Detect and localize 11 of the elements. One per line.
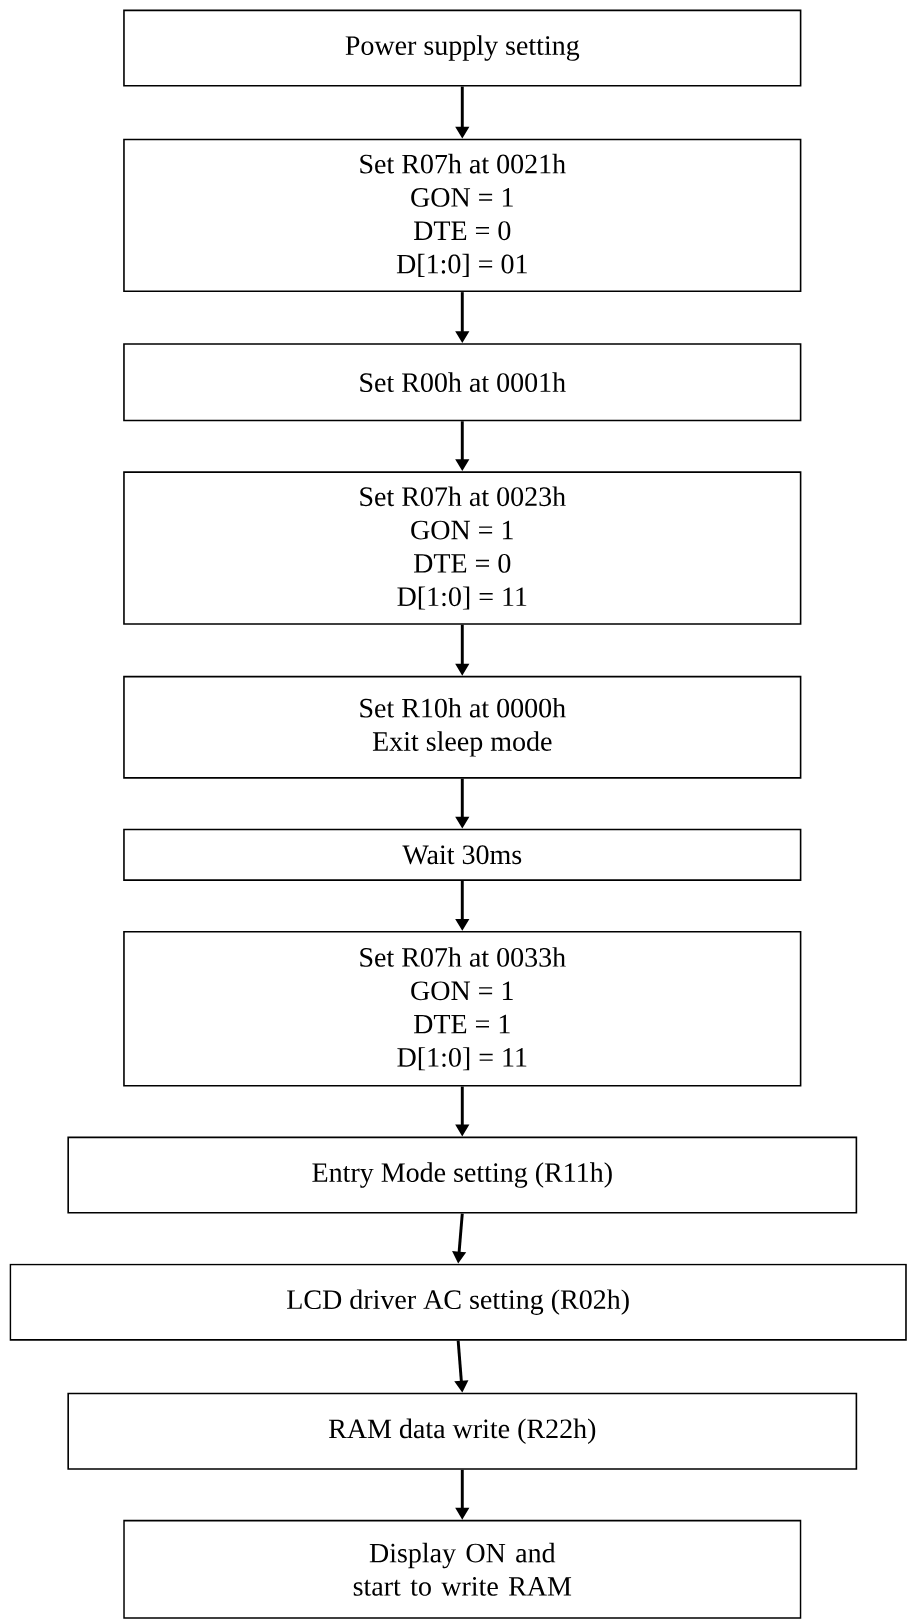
process-box: Set R07h at 0033h GON = 1 DTE = 1 D[1:0] = 11: [123, 931, 802, 1087]
process-box: Set R10h at 0000h Exit sleep mode: [123, 675, 802, 779]
process-box: LCD driver AC setting (R02h): [9, 1263, 907, 1341]
process-box: RAM data write (R22h): [67, 1392, 858, 1470]
process-box: Set R00h at 0001h: [123, 343, 802, 422]
process-box: Power supply setting: [123, 9, 802, 87]
process-box: Display ON and start to write RAM: [123, 1519, 802, 1619]
process-box: Entry Mode setting (R11h): [67, 1136, 858, 1214]
process-box: Set R07h at 0021h GON = 1 DTE = 0 D[1:0] = 01: [123, 138, 802, 293]
process-box: Set R07h at 0023h GON = 1 DTE = 0 D[1:0] = 11: [123, 471, 802, 625]
process-box: Wait 30ms: [123, 828, 802, 881]
